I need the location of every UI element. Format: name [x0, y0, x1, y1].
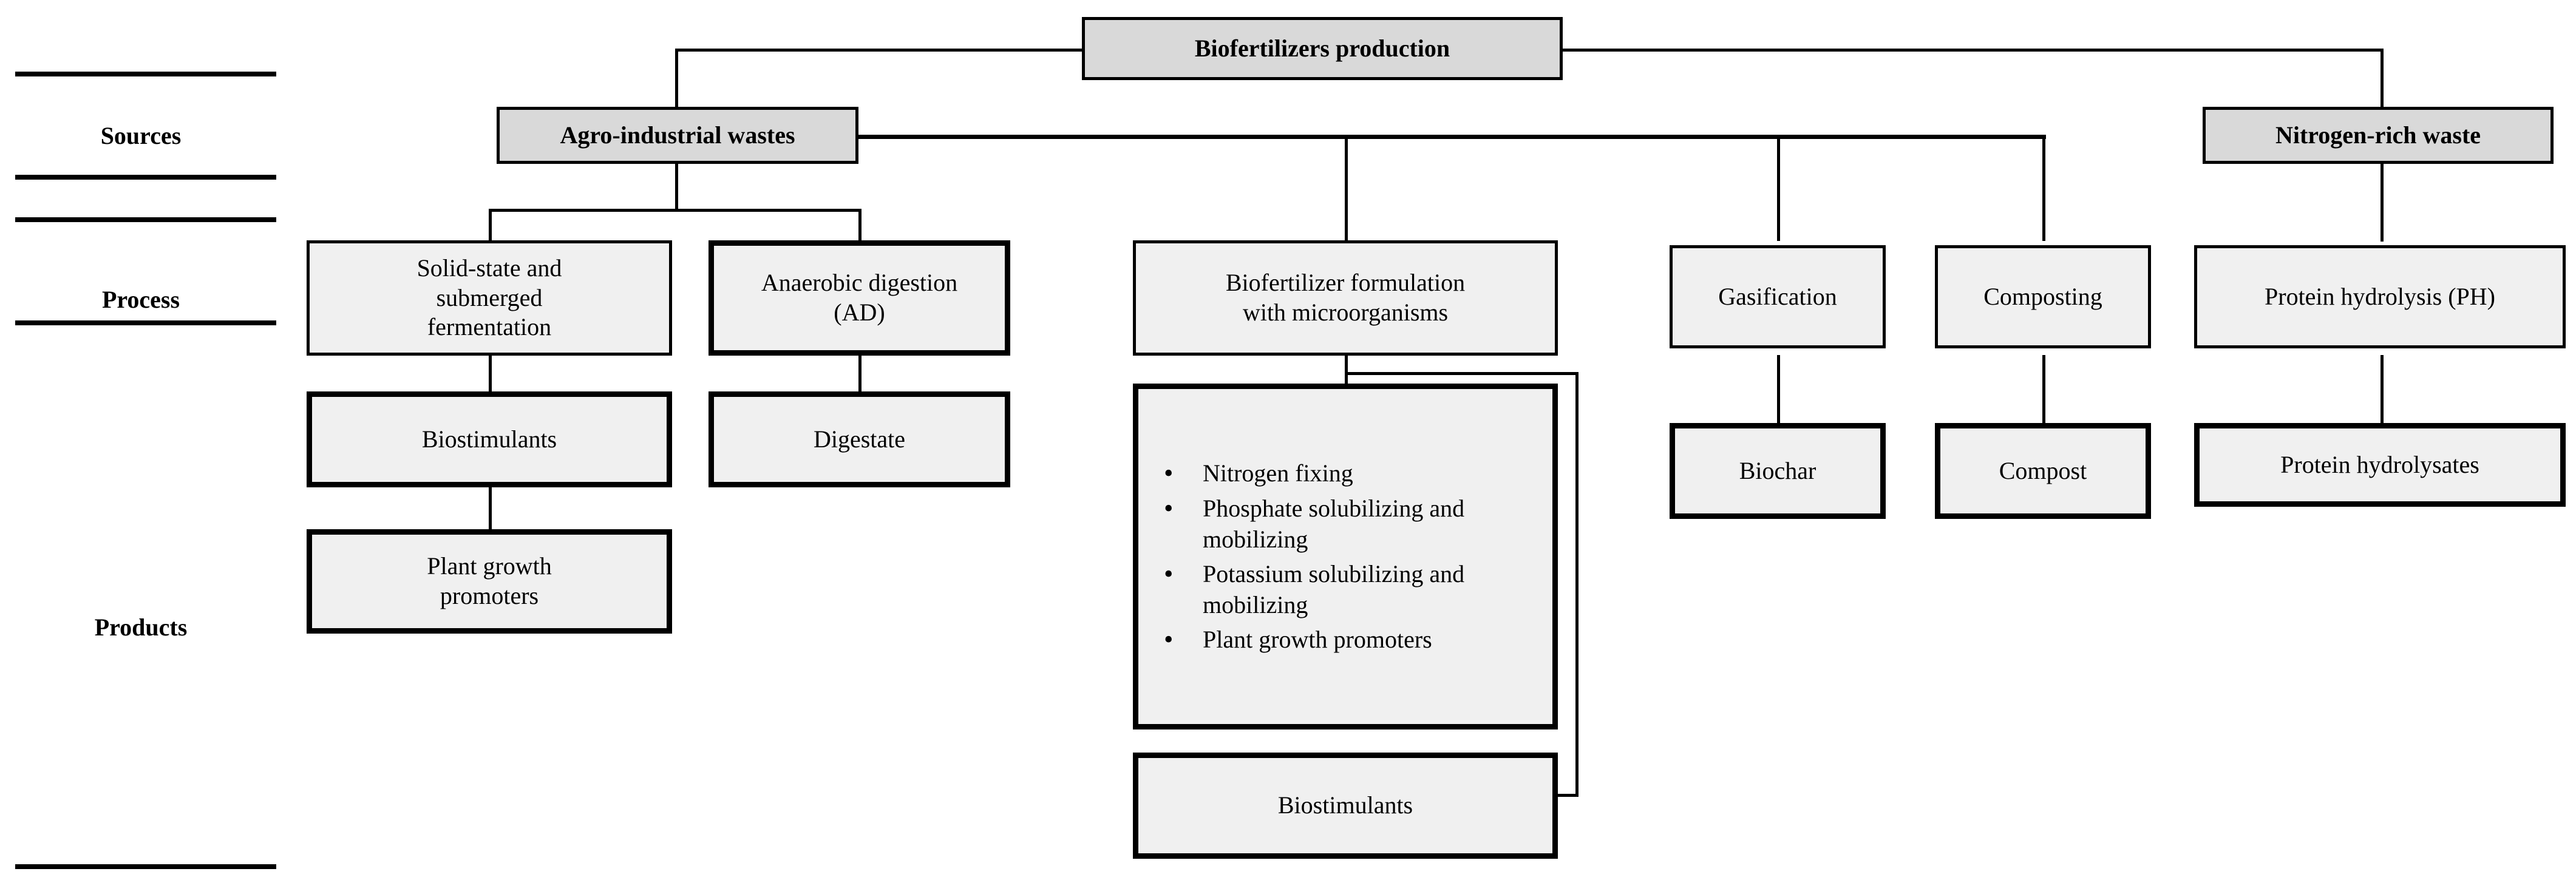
connector-nitrogen-to-ph	[2381, 163, 2384, 242]
node-biochar[interactable]: Biochar	[1670, 423, 1886, 519]
node-label: Agro-industrial wastes	[560, 121, 795, 149]
node-label: Protein hydrolysates	[2280, 450, 2479, 478]
node-label-line2: with microorganisms	[1242, 299, 1449, 326]
node-label-line1: Plant growth	[427, 552, 552, 580]
connector-fermentation-to-biostimulants	[489, 355, 492, 393]
connector-biostimulants-to-pgp	[489, 486, 492, 531]
connector-formulation-elbow-side	[1575, 372, 1579, 797]
node-agro-industrial-wastes[interactable]: Agro-industrial wastes	[497, 107, 858, 164]
row-divider-process-top	[15, 217, 276, 222]
node-label-line2: promoters	[440, 582, 539, 609]
connector-title-right-horizontal	[1560, 49, 2384, 52]
node-label: Composting	[1983, 282, 2102, 310]
node-formulation-outputs[interactable]: Nitrogen fixing Phosphate solubilizing a…	[1133, 384, 1558, 729]
connector-title-to-nitrogen-vertical	[2381, 49, 2384, 109]
node-compost[interactable]: Compost	[1935, 423, 2151, 519]
node-label: Digestate	[813, 425, 906, 453]
node-biostimulants-fermentation[interactable]: Biostimulants	[307, 391, 672, 487]
row-label-sources: Sources	[100, 122, 182, 149]
connector-agro-right-trunk	[856, 135, 2046, 139]
row-divider-top	[15, 72, 276, 76]
node-plant-growth-promoters[interactable]: Plant growth promoters	[307, 529, 672, 634]
connector-agro-down	[675, 163, 678, 210]
row-divider-sources-bottom	[15, 175, 276, 180]
connector-agro-split-horizontal	[489, 209, 861, 212]
row-divider-process-bottom	[15, 320, 276, 325]
connector-trunk-to-gasification	[1777, 135, 1780, 241]
node-label-line1: Solid-state and	[416, 254, 562, 282]
node-label: Biofertilizers production	[1194, 34, 1450, 62]
node-biostimulants-formulation[interactable]: Biostimulants	[1133, 753, 1558, 859]
connector-ph-to-hydrolysates	[2381, 355, 2384, 423]
node-gasification[interactable]: Gasification	[1670, 245, 1886, 348]
row-divider-bottom	[15, 864, 276, 869]
connector-gasification-to-biochar	[1777, 355, 1780, 423]
node-label: Nitrogen-rich waste	[2275, 121, 2481, 149]
node-biofertilizer-formulation[interactable]: Biofertilizer formulation with microorga…	[1133, 240, 1558, 356]
node-label: Protein hydrolysis (PH)	[2265, 282, 2495, 310]
list-item: Potassium solubilizing and mobilizing	[1159, 557, 1541, 620]
node-label-line3: fermentation	[427, 313, 552, 341]
node-label: Gasification	[1718, 282, 1837, 310]
connector-split-to-ad	[858, 209, 861, 242]
list-item: Plant growth promoters	[1159, 623, 1541, 657]
list-item: Phosphate solubilizing and mobilizing	[1159, 492, 1541, 555]
node-label: Compost	[1999, 456, 2087, 484]
connector-title-left-horizontal	[675, 49, 1083, 52]
connector-formulation-elbow-top	[1345, 372, 1579, 375]
connector-title-to-agro-vertical	[675, 49, 678, 109]
connector-formulation-elbow-bottom	[1554, 794, 1579, 797]
node-label-line2: submerged	[436, 283, 543, 311]
row-label-products: Products	[94, 614, 188, 641]
node-protein-hydrolysis[interactable]: Protein hydrolysis (PH)	[2194, 245, 2566, 348]
node-digestate[interactable]: Digestate	[709, 391, 1010, 487]
node-composting[interactable]: Composting	[1935, 245, 2151, 348]
row-label-process: Process	[101, 286, 180, 313]
formulation-outputs-list: Nitrogen fixing Phosphate solubilizing a…	[1159, 454, 1541, 658]
node-solid-state-submerged-fermentation[interactable]: Solid-state and submerged fermentation	[307, 240, 672, 356]
connector-formulation-to-list	[1345, 355, 1348, 384]
node-anaerobic-digestion[interactable]: Anaerobic digestion (AD)	[709, 240, 1010, 356]
node-biofertilizers-production[interactable]: Biofertilizers production	[1082, 17, 1563, 80]
list-item: Nitrogen fixing	[1159, 456, 1541, 491]
connector-split-to-fermentation	[489, 209, 492, 242]
node-label: Biostimulants	[1277, 791, 1413, 819]
connector-composting-to-compost	[2042, 355, 2045, 423]
node-label: Biochar	[1739, 456, 1816, 484]
connector-ad-to-digestate	[858, 355, 861, 393]
node-protein-hydrolysates[interactable]: Protein hydrolysates	[2194, 423, 2566, 507]
connector-trunk-to-formulation	[1345, 135, 1348, 241]
node-label-line2: (AD)	[834, 299, 885, 326]
connector-trunk-to-composting	[2042, 135, 2045, 241]
node-label-line1: Anaerobic digestion	[761, 269, 958, 297]
node-nitrogen-rich-waste[interactable]: Nitrogen-rich waste	[2203, 107, 2554, 164]
node-label-line1: Biofertilizer formulation	[1225, 269, 1466, 297]
node-label: Biostimulants	[421, 425, 557, 453]
